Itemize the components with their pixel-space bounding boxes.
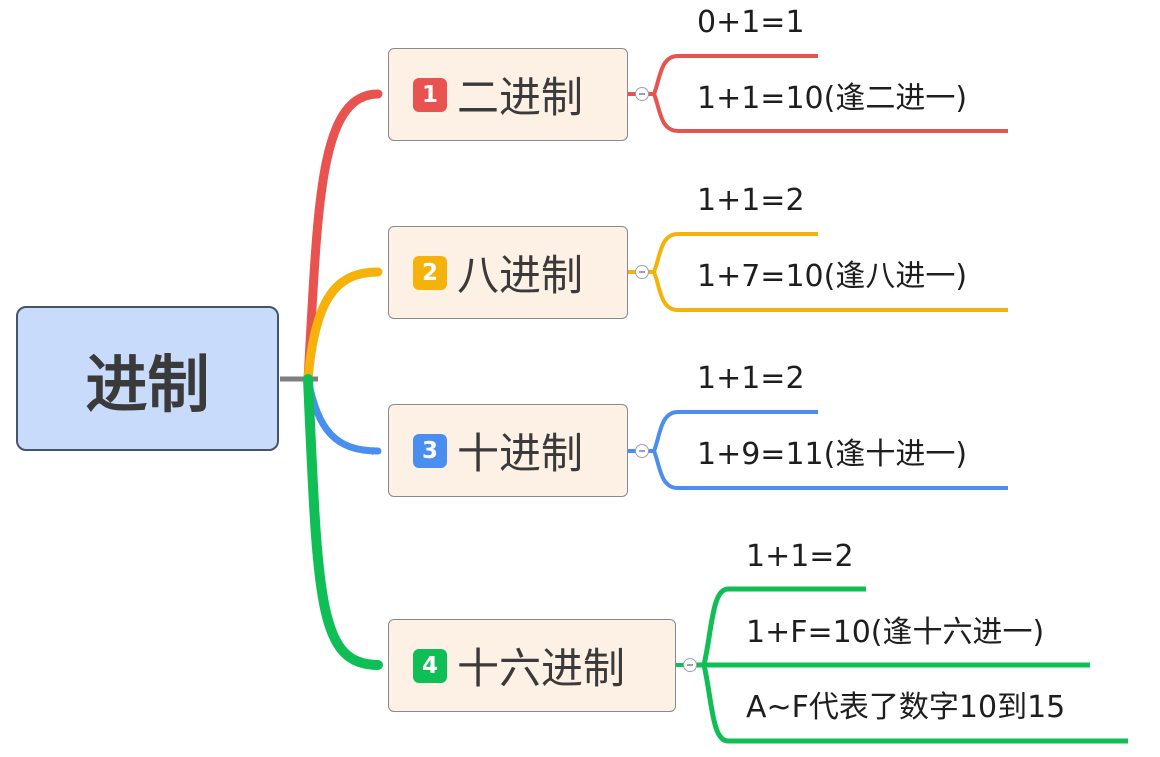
branch-label-decimal: 十进制: [457, 429, 584, 478]
collapse-icon[interactable]: [635, 265, 649, 279]
badge-2: 2: [413, 255, 447, 290]
badge-4: 4: [413, 648, 447, 683]
branch-binary[interactable]: 1 二进制: [388, 48, 628, 141]
branch-label-binary: 二进制: [457, 73, 584, 122]
root-label: 进制: [85, 347, 210, 421]
leaf-decimal-1[interactable]: 1+1=2: [697, 361, 805, 396]
leaf-binary-2[interactable]: 1+1=10(逢二进一): [697, 81, 968, 116]
branch-label-hexadecimal: 十六进制: [457, 644, 626, 693]
collapse-icon[interactable]: [683, 658, 697, 672]
leaf-hex-3[interactable]: A~F代表了数字10到15: [746, 690, 1066, 725]
edge-octal: [303, 267, 383, 384]
collapse-icon[interactable]: [635, 87, 649, 101]
branch-decimal[interactable]: 3 十进制: [388, 404, 628, 497]
leaf-octal-1[interactable]: 1+1=2: [697, 183, 805, 218]
branch-hexadecimal[interactable]: 4 十六进制: [388, 619, 676, 712]
leaf-hex-1[interactable]: 1+1=2: [746, 539, 854, 574]
edge-binary: [303, 89, 383, 384]
leaf-octal-2[interactable]: 1+7=10(逢八进一): [697, 259, 968, 294]
badge-1: 1: [413, 77, 447, 112]
badge-3: 3: [413, 433, 447, 468]
collapse-icon[interactable]: [635, 444, 649, 458]
root-node[interactable]: 进制: [16, 306, 279, 451]
leaf-hex-2[interactable]: 1+F=10(逢十六进一): [746, 615, 1045, 650]
branch-octal[interactable]: 2 八进制: [388, 226, 628, 319]
leaf-binary-1[interactable]: 0+1=1: [697, 5, 805, 40]
leaf-decimal-2[interactable]: 1+9=11(逢十进一): [697, 437, 968, 472]
edge-hex: [303, 374, 383, 670]
branch-label-octal: 八进制: [457, 251, 584, 300]
edge-decimal: [304, 375, 382, 455]
